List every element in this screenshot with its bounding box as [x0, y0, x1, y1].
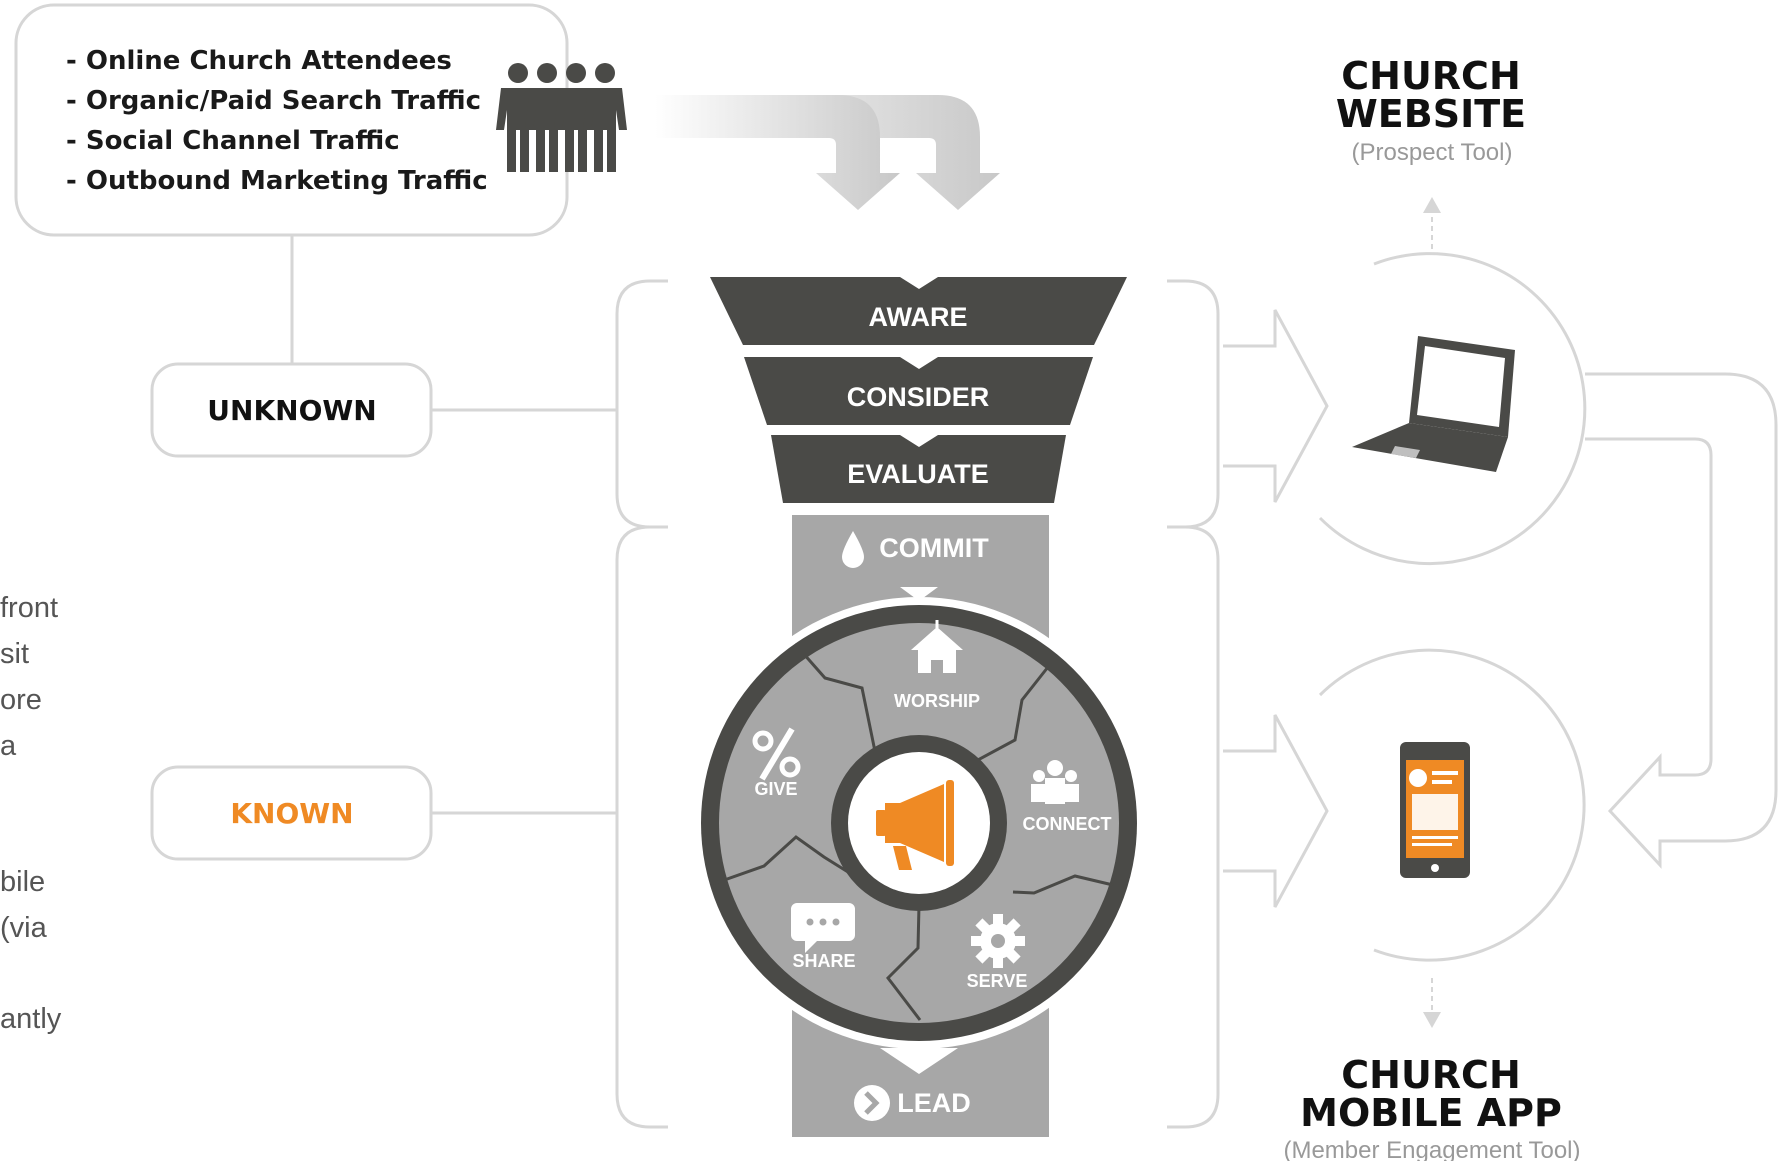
stage-evaluate-label: EVALUATE [847, 459, 989, 489]
source-item: - Online Church Attendees [66, 46, 452, 76]
website-subtitle: (Prospect Tool) [1352, 139, 1513, 166]
app-ring [1318, 648, 1586, 962]
chat-icon [791, 903, 855, 953]
app-subtitle: (Member Engagement Tool) [1283, 1137, 1580, 1161]
percent-icon [752, 727, 801, 781]
megaphone-icon [876, 780, 954, 870]
stage-evaluate [771, 435, 1066, 503]
wheel-connect-label: CONNECT [1023, 814, 1112, 834]
chevron-circle-icon [854, 1085, 890, 1121]
source-item: - Outbound Marketing Traffic [66, 166, 488, 196]
side-text-line: ore [0, 684, 42, 716]
flow-arrow-icon [655, 95, 1000, 210]
stage-consider [744, 357, 1093, 425]
known-label: KNOWN [230, 797, 353, 830]
stage-aware [710, 277, 1127, 345]
side-text-line: (via [0, 912, 48, 944]
known-tag: KNOWN [150, 765, 433, 861]
laptop-icon [1352, 336, 1515, 472]
stage-commit-label: COMMIT [879, 533, 989, 563]
people-icon [1031, 760, 1079, 804]
sources-box-border [14, 3, 569, 237]
house-icon [911, 620, 963, 673]
lead-label: LEAD [897, 1088, 971, 1118]
side-text-line: front [0, 592, 58, 624]
website-ring [1318, 252, 1587, 566]
stage-consider-label: CONSIDER [847, 382, 990, 412]
engagement-wheel: WORSHIP CONNECT SERVE [693, 587, 1145, 1074]
flow-arrow-icon [1223, 309, 1329, 908]
side-text-line: sit [0, 638, 29, 670]
mobile-app-tool: CHURCH MOBILE APP (Member Engagement Too… [1283, 648, 1586, 1161]
wheel-worship-label: WORSHIP [894, 691, 980, 711]
traffic-sources-box: - Online Church Attendees - Organic/Paid… [14, 3, 569, 237]
wheel-share-label: SHARE [792, 951, 855, 971]
flow-arrow-icon [1585, 372, 1778, 869]
website-tool: CHURCH WEBSITE (Prospect Tool) [1318, 54, 1587, 566]
segment-connectors [290, 235, 1220, 1129]
people-group-icon [496, 63, 627, 172]
gear-icon [971, 914, 1025, 968]
app-title-line1: CHURCH [1341, 1053, 1521, 1097]
source-item: - Social Channel Traffic [66, 126, 400, 156]
side-text-line: bile [0, 866, 45, 898]
source-item: - Organic/Paid Search Traffic [66, 86, 481, 116]
side-text-line: antly [0, 1003, 62, 1035]
phone-icon [1400, 742, 1470, 878]
wheel-give-label: GIVE [754, 779, 797, 799]
wheel-serve-label: SERVE [967, 971, 1028, 991]
app-title-line2: MOBILE APP [1300, 1091, 1562, 1135]
side-text: front sit ore a bile (via antly [0, 592, 62, 1035]
side-text-line: a [0, 730, 17, 762]
drop-icon [842, 531, 864, 568]
website-title-line1: CHURCH [1341, 54, 1521, 98]
stage-aware-label: AWARE [868, 302, 967, 332]
website-title-line2: WEBSITE [1336, 92, 1526, 136]
unknown-label: UNKNOWN [207, 394, 376, 427]
unknown-tag: UNKNOWN [150, 362, 433, 458]
